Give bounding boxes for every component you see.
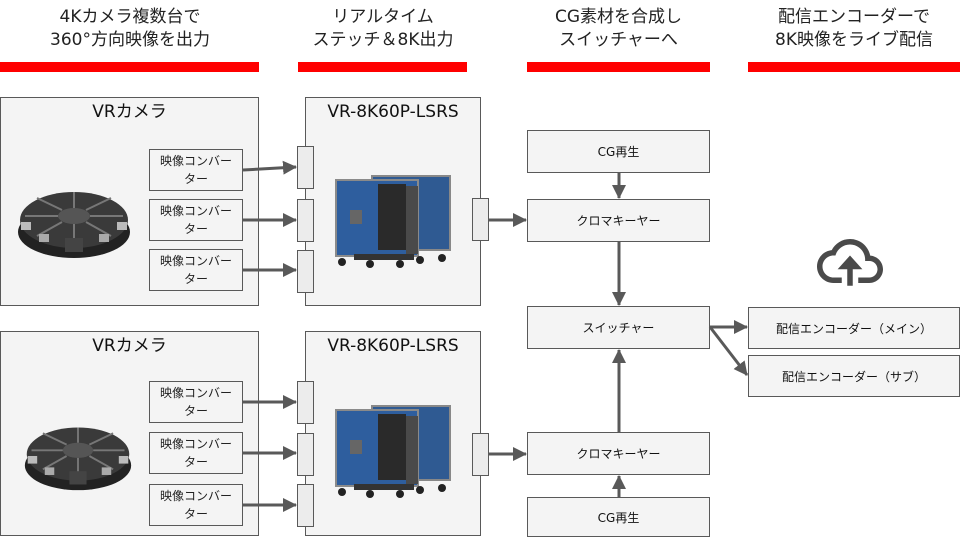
cg-player-label: CG再生 xyxy=(597,145,640,159)
chroma-keyer-label: クロマキーヤー xyxy=(576,447,661,461)
video-converter-label: 映像コンバーター xyxy=(159,386,232,418)
header-underline xyxy=(298,62,467,72)
vr-camera-rig-icon xyxy=(24,427,132,491)
encoder-main-label: 配信エンコーダー（メイン） xyxy=(775,321,932,336)
video-converter: 映像コンバーター xyxy=(149,149,243,191)
stitcher-title: VR-8K60P-LSRS xyxy=(327,102,459,122)
chroma-keyer-label: クロマキーヤー xyxy=(576,214,661,228)
video-converter-label: 映像コンバーター xyxy=(159,254,232,286)
stitcher-title: VR-8K60P-LSRS xyxy=(327,336,459,356)
stitcher-output-port xyxy=(472,198,489,241)
video-converter: 映像コンバーター xyxy=(149,199,243,241)
header-stream: 配信エンコーダーで 8K映像をライブ配信 xyxy=(775,7,933,50)
video-converter: 映像コンバーター xyxy=(149,432,243,474)
stitcher-input-port xyxy=(297,199,314,242)
encoder-main: 配信エンコーダー（メイン） xyxy=(748,307,960,349)
cg-player-label: CG再生 xyxy=(597,510,640,525)
vr-camera-title: VRカメラ xyxy=(92,102,167,122)
video-converter-label: 映像コンバーター xyxy=(159,204,232,236)
vr-camera-rig-icon xyxy=(18,192,130,258)
stitcher-input-port xyxy=(297,146,314,189)
encoder-sub-label: 配信エンコーダー（サブ） xyxy=(781,369,926,384)
stitcher-input-port xyxy=(297,381,314,424)
header-camera: 4Kカメラ複数台で 360°方向映像を出力 xyxy=(50,7,210,50)
flight-case-icon xyxy=(335,405,451,498)
flight-case-icon xyxy=(335,175,451,268)
video-converter-label: 映像コンバーター xyxy=(159,154,232,186)
switcher-label: スイッチャー xyxy=(582,321,655,335)
stitcher-output-port xyxy=(472,433,489,476)
stitcher-input-port xyxy=(297,250,314,293)
video-converter-label: 映像コンバーター xyxy=(159,489,232,521)
chroma-keyer: クロマキーヤー xyxy=(527,432,710,475)
encoder-sub: 配信エンコーダー（サブ） xyxy=(748,355,960,397)
cg-player: CG再生 xyxy=(527,130,710,173)
arrow-converter-to-stitcher xyxy=(242,160,297,175)
stitcher-input-port xyxy=(297,433,314,476)
vr-camera-title: VRカメラ xyxy=(92,336,167,356)
header-underline xyxy=(748,62,960,72)
video-converter: 映像コンバーター xyxy=(149,249,243,291)
header-underline xyxy=(0,62,259,72)
header-cg: CG素材を合成し スイッチャーへ xyxy=(554,7,683,50)
stitcher-input-port xyxy=(297,484,314,527)
switcher: スイッチャー xyxy=(527,306,710,349)
header-stitch: リアルタイム ステッチ＆8K出力 xyxy=(312,7,454,50)
video-converter: 映像コンバーター xyxy=(149,381,243,423)
cloud-upload-icon xyxy=(817,239,883,286)
arrow-switcher-to-encoder-sub xyxy=(708,326,749,376)
header-underline xyxy=(527,62,710,72)
chroma-keyer: クロマキーヤー xyxy=(527,199,710,242)
cg-player: CG再生 xyxy=(527,497,710,537)
video-converter: 映像コンバーター xyxy=(149,484,243,526)
video-converter-label: 映像コンバーター xyxy=(159,437,232,469)
